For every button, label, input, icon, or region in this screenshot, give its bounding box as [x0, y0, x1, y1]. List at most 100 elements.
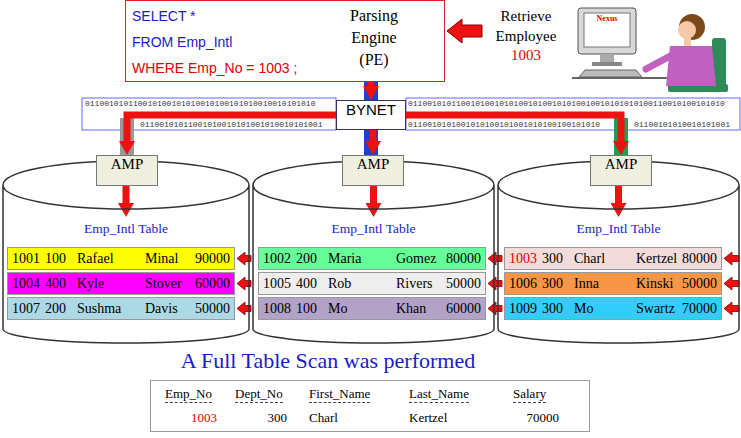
screen-logo: Nexus	[586, 14, 628, 24]
amp-box: AMP	[590, 155, 652, 186]
row-cell: Davis	[145, 299, 178, 319]
result-cell: 1003	[165, 410, 217, 426]
row-cell: 400	[296, 274, 317, 294]
table-name: Emp_Intl Table	[2, 220, 250, 238]
sql-line: FROM Emp_Intl	[132, 33, 232, 51]
row-cell: 400	[45, 274, 66, 294]
row-cell: 90000	[195, 249, 230, 269]
table-name: Emp_Intl Table	[252, 220, 495, 238]
row-cell: 200	[296, 249, 317, 269]
data-flow-arrow	[127, 115, 336, 141]
row-cell: 80000	[682, 249, 717, 269]
table-row: 1006300 Inna Kinski 50000	[504, 272, 722, 295]
column-header: Emp_No	[165, 386, 212, 403]
row-cell: 80000	[446, 249, 481, 269]
data-flow-arrow	[406, 115, 621, 141]
row-cell: 1007	[12, 299, 40, 319]
row-cell: Inna	[574, 274, 599, 294]
row-cell: Kyle	[77, 274, 104, 294]
row-cell: Gomez	[396, 249, 436, 269]
table-row: 1003300 Charl Kertzel80000	[504, 247, 722, 270]
cylinder-shape	[498, 161, 739, 343]
row-cell: Maria	[328, 249, 361, 269]
data-flow-arrow	[615, 186, 622, 203]
disk-cylinder: Emp_Intl Table1003300CharlKertzel8000010…	[497, 160, 740, 345]
result-cell: 70000	[513, 410, 559, 426]
amp-label: AMP	[591, 156, 651, 173]
column-header: Dept_No	[235, 386, 283, 403]
row-cell: 1006	[509, 274, 537, 294]
result-cell: Charl	[309, 410, 338, 426]
row-cell: 50000	[195, 299, 230, 319]
row-cell: 300	[542, 274, 563, 294]
result-cell: Kertzel	[409, 410, 447, 426]
amp-label: AMP	[343, 156, 403, 173]
row-cell: 50000	[446, 274, 481, 294]
row-cell: 300	[542, 299, 563, 319]
table-row: 1001100 Rafael Minal 90000	[7, 247, 235, 270]
row-cell: 60000	[446, 299, 481, 319]
table-row: 1004400 Kyle Stover 60000	[7, 272, 235, 295]
row-cell: 1004	[12, 274, 40, 294]
row-cell: 1002	[263, 249, 291, 269]
table-row: 1002200 Maria Gomez 80000	[258, 247, 486, 270]
disk-cylinder: Emp_Intl Table 1002200 Maria Gomez 80000 100 5…	[252, 160, 495, 345]
disk-cylinder: Emp_Intl Table1001100RafaelMinal90000100…	[2, 160, 250, 345]
row-cell: Swartz	[636, 299, 675, 319]
binary-stream: 01100101010010101001	[634, 120, 730, 129]
cylinder-shape	[3, 161, 249, 343]
data-flow-arrow	[370, 186, 377, 203]
table-name: Emp_Intl Table	[497, 220, 740, 238]
row-cell: Kertzel	[636, 249, 677, 269]
result-cell: 300	[235, 410, 287, 426]
caption: A Full Table Scan was performed	[80, 348, 576, 374]
row-cell: 1009	[509, 299, 537, 319]
data-flow-arrow	[123, 186, 130, 203]
table-row: 1009300MoSwartz70000	[504, 297, 722, 320]
binary-stream: 01100101011001010010101001010010101001	[140, 120, 322, 129]
data-flow-arrow	[370, 130, 377, 141]
row-cell: 100	[45, 249, 66, 269]
binary-stream: 0110010101100101001010100101001010100100…	[85, 99, 315, 108]
row-cell: 1003	[509, 249, 537, 269]
binary-stream: 0110010101100101001010100101001010100100…	[408, 99, 725, 108]
data-flow-arrow	[368, 82, 375, 86]
result-table: Emp_No Dept_No First_Name Last_Name Salary 10…	[150, 380, 590, 432]
row-cell: 50000	[682, 274, 717, 294]
row-cell: Rob	[328, 274, 351, 294]
row-cell: Khan	[396, 299, 426, 319]
amp-box: AMP	[342, 155, 404, 186]
network-label: BYNET	[337, 101, 405, 118]
column-header: First_Name	[309, 386, 370, 403]
request-label: Retrieve Employee	[484, 6, 568, 46]
row-cell: Kinski	[636, 274, 673, 294]
row-cell: 100	[296, 299, 317, 319]
column-header: Salary	[513, 386, 546, 403]
row-cell: Rafael	[77, 249, 114, 269]
request-number: 1003	[484, 46, 568, 64]
sql-line: WHERE Emp_No = 1003 ;	[132, 59, 297, 77]
row-cell: 60000	[195, 274, 230, 294]
row-cell: Minal	[145, 249, 178, 269]
column-header: Last_Name	[409, 386, 469, 403]
row-cell: Charl	[574, 249, 605, 269]
row-cell: Rivers	[396, 274, 433, 294]
engine-label: Parsing Engine (PE)	[338, 5, 410, 71]
row-cell: 300	[542, 249, 563, 269]
table-row: 1005400RobRivers50000	[258, 272, 486, 295]
request-arrow	[447, 19, 482, 43]
row-cell: 1008	[263, 299, 291, 319]
row-cell: Stover	[145, 274, 182, 294]
user-illustration	[572, 8, 728, 92]
bynet-box: BYNET	[336, 100, 406, 130]
table-row: 1007200SushmaDavis50000	[7, 297, 235, 320]
row-cell: 1001	[12, 249, 40, 269]
table-row: 1008100 Mo Khan 60000	[258, 297, 486, 320]
cylinder-shape	[253, 161, 494, 343]
row-cell: Mo	[328, 299, 347, 319]
amp-box: AMP	[96, 155, 158, 186]
amp-label: AMP	[97, 156, 157, 173]
binary-stream: 0110010101001010100101001010100100101010	[408, 120, 600, 129]
